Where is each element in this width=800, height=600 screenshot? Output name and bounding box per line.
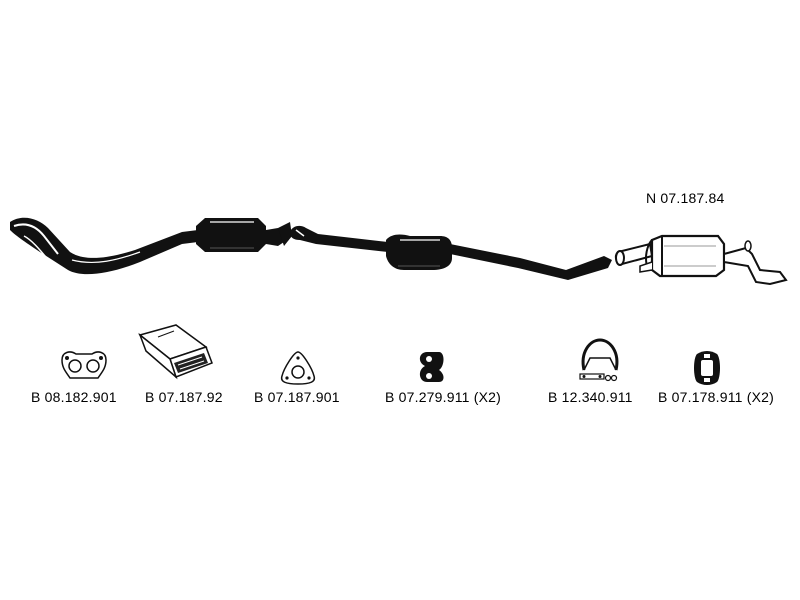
front-downpipe bbox=[10, 217, 198, 275]
accessory-label-mounting-kit: B 07.187.92 bbox=[145, 389, 223, 405]
accessory-label-rubber-mount: B 07.178.911 (X2) bbox=[658, 389, 774, 405]
accessory-label-gasket: B 08.182.901 bbox=[31, 389, 117, 405]
middle-silencer bbox=[386, 234, 452, 270]
intermediate-pipe bbox=[290, 225, 388, 252]
tail-pipe-section bbox=[450, 244, 612, 280]
rubber-hanger-icon bbox=[419, 352, 444, 382]
accessory-label-rubber-hanger: B 07.279.911 (X2) bbox=[385, 389, 501, 405]
mounting-kit-icon bbox=[138, 324, 213, 380]
rear-silencer bbox=[614, 234, 788, 286]
accessory-label-pipe-clamp: B 12.340.911 bbox=[548, 389, 633, 405]
triangular-gasket-icon bbox=[280, 351, 316, 385]
gasket-icon bbox=[61, 351, 107, 379]
rubber-mount-icon bbox=[694, 351, 720, 385]
main-part-number: N 07.187.84 bbox=[646, 190, 725, 206]
accessory-label-triangular-gasket: B 07.187.901 bbox=[254, 389, 340, 405]
pipe-clamp-icon bbox=[579, 338, 619, 382]
catalytic-converter bbox=[196, 218, 292, 252]
